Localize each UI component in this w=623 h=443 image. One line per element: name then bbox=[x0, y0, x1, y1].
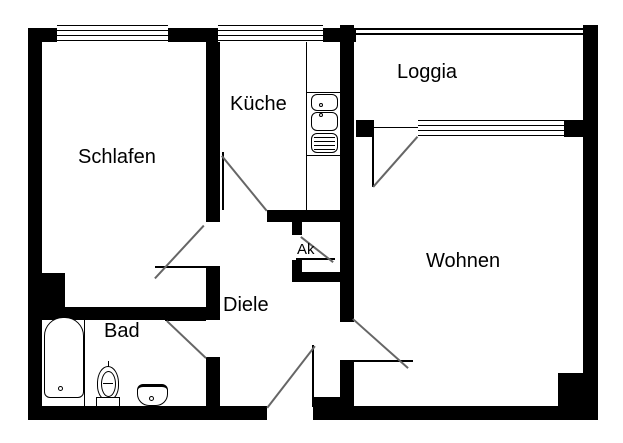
room-label-wohnen: Wohnen bbox=[426, 250, 501, 272]
wohnen-door-leaf bbox=[340, 360, 413, 362]
wall-ak-left-upper bbox=[292, 222, 302, 235]
schlafen-door-leaf bbox=[155, 266, 206, 268]
bathtub bbox=[44, 317, 84, 398]
loggia-wohnen-window bbox=[418, 120, 564, 137]
wall-top-left-segment bbox=[28, 28, 57, 42]
wall-bad-right-lower bbox=[206, 357, 220, 420]
room-label-loggia: Loggia bbox=[397, 61, 458, 83]
stove-line-3 bbox=[314, 145, 335, 146]
wall-entry-step-block bbox=[313, 397, 340, 407]
kitchen-faucet-2 bbox=[319, 113, 323, 117]
kitchen-faucet-1 bbox=[319, 103, 323, 107]
room-label-diele: Diele bbox=[223, 294, 269, 316]
wall-central-upper bbox=[340, 25, 354, 322]
ak-door-leaf bbox=[296, 258, 335, 260]
schlafen-door-swing bbox=[154, 225, 205, 280]
wall-schlafen-kueche bbox=[206, 42, 220, 222]
schlafen-window bbox=[57, 25, 168, 42]
kitchen-counter-divider-2 bbox=[306, 155, 340, 156]
kitchen-sink-basin-2 bbox=[311, 112, 338, 131]
stove-line-4 bbox=[314, 149, 335, 150]
wall-outer-right bbox=[583, 25, 598, 420]
kitchen-counter-edge-line bbox=[306, 42, 307, 210]
toilet-tick-line bbox=[103, 383, 113, 384]
wall-ak-bottom bbox=[292, 272, 340, 282]
wall-kueche-bottom bbox=[267, 210, 340, 222]
kitchen-counter-divider-1 bbox=[306, 92, 340, 93]
bathtub-drain bbox=[58, 386, 63, 391]
room-label-schlafen: Schlafen bbox=[78, 146, 156, 168]
wall-wohnen-pillar bbox=[558, 373, 583, 406]
loggia-door-threshold-line bbox=[374, 127, 418, 128]
bad-door-leaf bbox=[165, 319, 206, 321]
toilet-pedestal bbox=[96, 397, 120, 407]
wall-central-lower bbox=[340, 361, 354, 420]
entry-door-leaf bbox=[312, 345, 314, 407]
stove bbox=[311, 133, 338, 153]
loggia-door-leaf bbox=[372, 137, 374, 187]
bad-door-swing bbox=[166, 320, 207, 359]
wall-bottom-left bbox=[28, 406, 267, 420]
loggia-railing-line-2 bbox=[356, 33, 583, 35]
loggia-railing-line-1 bbox=[356, 28, 583, 30]
stove-line-2 bbox=[314, 141, 335, 142]
loggia-door-swing bbox=[372, 135, 418, 188]
kueche-door-swing bbox=[221, 155, 268, 212]
kueche-window bbox=[218, 25, 323, 42]
wall-ak-left-lower bbox=[292, 260, 302, 272]
entry-door-swing bbox=[266, 345, 316, 409]
wall-bottom-right bbox=[313, 406, 598, 420]
bathtub-partition-line bbox=[84, 316, 85, 407]
wall-bad-top bbox=[28, 307, 218, 320]
stove-line-1 bbox=[314, 137, 335, 138]
bathroom-sink bbox=[137, 384, 168, 406]
wall-left-step-block bbox=[42, 273, 65, 307]
room-label-ak: Ak bbox=[297, 241, 315, 258]
bathroom-sink-drain bbox=[149, 396, 154, 401]
wall-loggia-sill-right bbox=[564, 120, 583, 137]
room-label-bad: Bad bbox=[104, 320, 140, 342]
wall-schlafen-door-stub bbox=[206, 266, 220, 320]
toilet-bowl-inner bbox=[101, 371, 116, 397]
wall-loggia-sill-left bbox=[356, 120, 374, 137]
kueche-door-leaf bbox=[222, 152, 224, 210]
wall-top-mid-segment bbox=[168, 28, 218, 42]
wall-outer-left bbox=[28, 28, 42, 420]
room-label-kueche: Küche bbox=[230, 93, 287, 115]
kitchen-sink-basin-1 bbox=[311, 94, 338, 111]
